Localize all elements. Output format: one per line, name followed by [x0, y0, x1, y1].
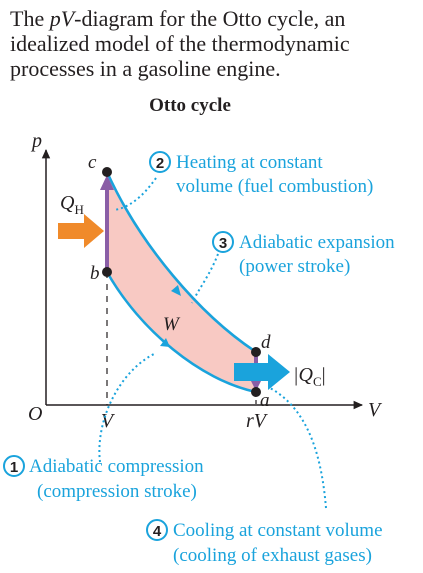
step-1-line-2: (compression stroke)	[37, 481, 197, 502]
point-a-label: a	[260, 390, 270, 411]
x-axis-label: V	[368, 399, 383, 421]
caption-rest: -diagram for the Otto cycle, an idealize…	[10, 6, 350, 81]
step-3-badge	[212, 231, 234, 253]
step-2-line-1: Heating at constant	[176, 152, 323, 173]
point-d-label: d	[261, 332, 271, 353]
point-b	[102, 267, 112, 277]
point-c	[102, 167, 112, 177]
y-axis-label: p	[30, 130, 42, 152]
step-4-badge	[146, 519, 168, 541]
adiabat-expansion	[105, 171, 257, 354]
step-1-badge	[3, 455, 25, 477]
heat-in-label: QH	[60, 192, 84, 217]
step-2-badge	[149, 151, 171, 173]
figure-caption: The pV-diagram for the Otto cycle, an id…	[10, 6, 415, 81]
adiabat-compression	[105, 271, 257, 394]
step-2-number: 2	[156, 155, 164, 172]
step-2-line-2: volume (fuel combustion)	[176, 176, 373, 197]
compression-direction-arrow	[160, 338, 170, 347]
step-1-line-1: Adiabatic compression	[29, 456, 204, 477]
point-b-label: b	[90, 263, 100, 284]
heat-out-arrow	[234, 354, 290, 390]
work-area	[107, 172, 256, 392]
callout-leader-2	[113, 177, 157, 211]
callout-leader-1	[98, 352, 157, 463]
tick-label-rv: rV	[246, 410, 269, 432]
expansion-direction-arrow	[171, 285, 181, 296]
step-3-line-2: (power stroke)	[239, 256, 350, 277]
step-4-line-2: (cooling of exhaust gases)	[173, 545, 372, 566]
caption-pv: pV	[49, 6, 75, 31]
callout-leader-3	[191, 253, 219, 304]
origin-label: O	[28, 403, 42, 425]
step-3-line-1: Adiabatic expansion	[239, 232, 395, 253]
step-4-number: 4	[153, 523, 162, 540]
point-c-label: c	[88, 152, 97, 173]
heat-out-label: |QC|	[293, 364, 326, 389]
heating-arrowhead	[100, 175, 114, 190]
point-d	[251, 347, 261, 357]
heat-in-arrow	[58, 214, 104, 248]
step-4-line-1: Cooling at constant volume	[173, 520, 383, 541]
work-label: W	[163, 314, 181, 335]
point-a	[251, 387, 261, 397]
step-1-number: 1	[10, 459, 18, 476]
diagram-title: Otto cycle	[149, 95, 231, 116]
step-3-number: 3	[219, 235, 227, 252]
caption-start: The	[10, 6, 50, 31]
callout-leader-4	[269, 387, 327, 509]
